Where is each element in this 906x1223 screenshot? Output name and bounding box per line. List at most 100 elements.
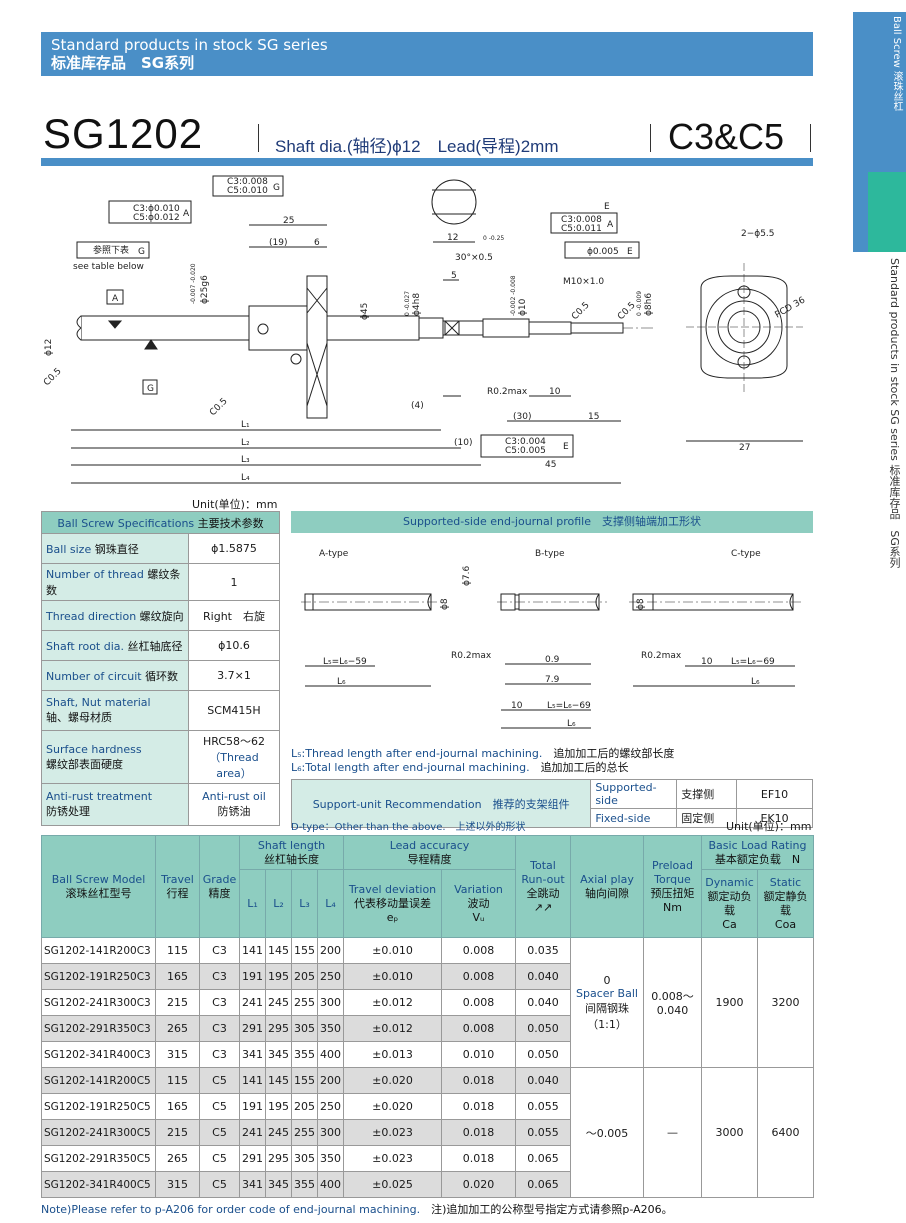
perp2-c3-label: C3:0.004 [505, 437, 546, 447]
support-unit-table: Support-unit Recommendation 推荐的支架组件 Supp… [290, 779, 813, 828]
cell-grade: C5 [199, 1067, 240, 1094]
supported-side-en: Supported-side [590, 779, 678, 809]
cell-model: SG1202-141R200C5 [41, 1067, 156, 1094]
cell-L2: 245 [265, 989, 292, 1016]
spec-header-cn: 主要技术参数 [197, 516, 264, 530]
cell-dynamic: 1900 [701, 937, 758, 1068]
cell-L2: 295 [265, 1015, 292, 1042]
cell-variation: 0.018 [441, 1093, 516, 1120]
chamfer-label: C0.5 [208, 396, 230, 418]
perp-c3-label: C3:0.008 [227, 177, 268, 187]
dim-10-label: 10 [549, 387, 561, 397]
dim-4h8-label: ϕ4h8 [412, 293, 422, 316]
cell-L2: 145 [265, 1067, 292, 1094]
cell-L4: 350 [317, 1015, 344, 1042]
cell-L4: 300 [317, 989, 344, 1016]
cell-grade: C3 [199, 1015, 240, 1042]
cell-variation: 0.010 [441, 1041, 516, 1068]
cell-L1: 291 [239, 1015, 266, 1042]
chamfer-label: C0.5 [42, 366, 64, 388]
cell-L2: 345 [265, 1041, 292, 1068]
cell-L4: 300 [317, 1119, 344, 1146]
spec-label-cn: 防锈处理 [46, 805, 90, 818]
dim-L2-label: L₂ [241, 438, 250, 448]
cell-L4: 200 [317, 937, 344, 964]
spec-value: HRC58～62 [202, 735, 266, 748]
cell-L3: 205 [291, 963, 318, 990]
spec-header-en: Ball Screw Specifications [57, 516, 195, 530]
b-type-l6-label: L₆ [567, 719, 576, 729]
flange-width-label: 27 [739, 443, 750, 453]
dim-45-length-label: 45 [545, 460, 556, 470]
cell-travel: 265 [155, 1145, 200, 1172]
cell-L1: 241 [239, 989, 266, 1016]
cell-L4: 400 [317, 1041, 344, 1068]
dim-4-label: (4) [411, 401, 424, 411]
c-type-radius-label: R0.2max [641, 651, 682, 661]
cell-L1: 191 [239, 963, 266, 990]
cell-travel-deviation: ±0.010 [343, 937, 442, 964]
b-type-label: B-type [535, 549, 565, 559]
cell-model: SG1202-341R400C5 [41, 1171, 156, 1198]
spec-value: Anti-rust oil [202, 790, 266, 803]
dim-6-label: 6 [314, 238, 320, 248]
c-type-label: C-type [731, 549, 761, 559]
title-rule [41, 158, 813, 166]
cell-L4: 200 [317, 1067, 344, 1094]
spec-row: Number of thread 螺纹条数 1 [41, 563, 280, 601]
dim-8h6-label: ϕ8h6 [644, 293, 654, 316]
cell-variation: 0.008 [441, 937, 516, 964]
cell-L3: 355 [291, 1041, 318, 1068]
see-table-label: see table below [73, 262, 144, 272]
spec-value: Right 右旋 [188, 600, 280, 631]
cell-L3: 205 [291, 1093, 318, 1120]
support-unit-title: Support-unit Recommendation 推荐的支架组件 [290, 779, 592, 828]
cell-L4: 400 [317, 1171, 344, 1198]
cell-L3: 155 [291, 1067, 318, 1094]
chamfer-label: C0.5 [570, 300, 592, 322]
b-type-79-label: 7.9 [545, 675, 560, 685]
cell-travel: 265 [155, 1015, 200, 1042]
cell-L2: 245 [265, 1119, 292, 1146]
dim-25g6-tolerance: -0.007 -0.020 [190, 263, 197, 304]
spec-label-cn: 螺纹部表面硬度 [46, 757, 123, 771]
cell-grade: C5 [199, 1171, 240, 1198]
cell-L1: 141 [239, 1067, 266, 1094]
footnote-en: Note)Please refer to p-A206 for order co… [41, 1203, 421, 1216]
runout-datum-label: A [607, 220, 614, 230]
spec-value-note: （Thread area） [209, 751, 259, 780]
footnote: Note)Please refer to p-A206 for order co… [41, 1201, 673, 1217]
cell-travel-deviation: ±0.013 [343, 1041, 442, 1068]
supported-profile-title: Supported-side end-journal profile 支撑侧轴端… [291, 511, 813, 533]
cell-L4: 250 [317, 963, 344, 990]
b-type-l5-label: L₅=L₆−69 [547, 701, 591, 711]
side-tab-series-label: Standard products in stock SG series 标准库… [888, 258, 901, 568]
cell-L3: 305 [291, 1145, 318, 1172]
dim-8h6-tolerance: 0 -0.009 [636, 291, 643, 316]
c-type-10-label: 10 [701, 657, 713, 667]
spec-table-header: Ball Screw Specifications 主要技术参数 [41, 511, 280, 534]
radius-label: R0.2max [487, 387, 528, 397]
spec-value-note: 防锈油 [217, 805, 251, 818]
model-title: SG1202 [43, 110, 204, 157]
supported-profile-drawing: A-type B-type C-type L₅=L₆−59 L₆ R0.2max… [301, 549, 803, 729]
cell-variation: 0.008 [441, 1015, 516, 1042]
holes-label: 2−ϕ5.5 [741, 229, 775, 239]
spec-label-en: Number of thread [46, 568, 144, 581]
concentricity2-datum-label: E [627, 247, 633, 257]
c-type-l5-label: L₅=L₆−69 [731, 657, 775, 667]
cell-axial-play: ～0.005 [570, 1067, 644, 1198]
note-l6-cn: 追加加工后的总长 [540, 761, 629, 774]
flat-tolerance: 0 -0.25 [483, 235, 504, 242]
